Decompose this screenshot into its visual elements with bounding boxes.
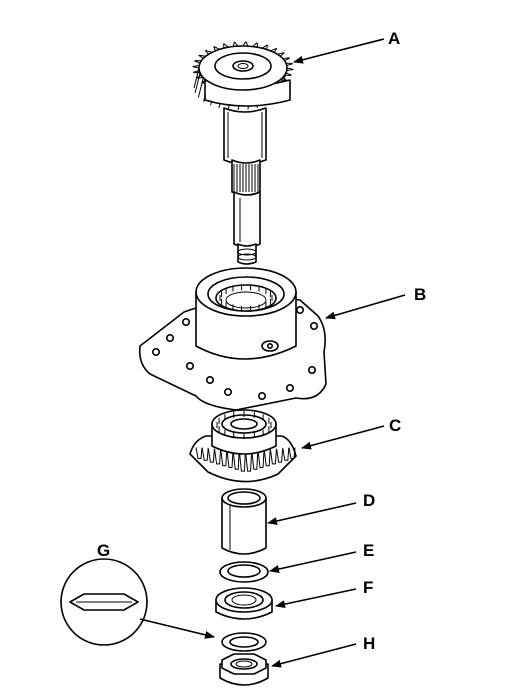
part-c-bevel-gear-bearing xyxy=(189,409,297,483)
mounting-hole xyxy=(224,387,233,396)
bevel-tooth xyxy=(245,451,253,472)
leader-a xyxy=(293,38,385,64)
part-e-thrust-washer xyxy=(219,561,269,583)
bevel-tooth xyxy=(214,449,222,465)
mounting-hole xyxy=(295,305,304,314)
gear-tooth xyxy=(252,42,259,48)
label-a: A xyxy=(388,29,400,48)
mounting-hole xyxy=(186,361,195,370)
label-h: H xyxy=(363,634,375,653)
label-g: G xyxy=(97,541,110,560)
gear-tooth xyxy=(285,62,293,67)
mounting-hole xyxy=(257,391,266,400)
leader-lines xyxy=(139,38,406,668)
bevel-tooth xyxy=(257,450,265,468)
label-c: C xyxy=(389,416,401,435)
leader-h xyxy=(271,643,357,668)
part-a-gear-shaft xyxy=(192,41,294,265)
mounting-hole xyxy=(285,383,294,392)
tapered-rollers xyxy=(216,411,272,439)
bevel-tooth xyxy=(220,449,228,467)
gear-tooth-flank xyxy=(193,67,200,89)
gear-tooth xyxy=(198,54,206,59)
gear-tooth xyxy=(192,65,200,69)
gear-tooth xyxy=(194,60,202,64)
mounting-holes xyxy=(152,305,318,400)
bevel-tooth xyxy=(207,448,215,463)
gear-tooth xyxy=(204,50,213,55)
part-b-bearing-housing xyxy=(138,267,327,411)
label-b: B xyxy=(414,285,426,304)
part-h-locknut xyxy=(219,653,269,686)
leader-c xyxy=(301,425,385,450)
part-d-spacer-sleeve xyxy=(221,488,267,555)
mounting-hole xyxy=(307,365,316,374)
bevel-tooth xyxy=(238,451,246,472)
bevel-tooth xyxy=(263,449,271,467)
leader-g xyxy=(139,618,215,639)
label-f: F xyxy=(363,578,373,597)
mounting-hole xyxy=(182,317,191,326)
gear-tooth-flank xyxy=(197,77,204,98)
gear-tooth xyxy=(284,72,292,76)
label-d: D xyxy=(363,491,375,510)
shaft-splines xyxy=(233,164,259,192)
bevel-tooth xyxy=(288,447,296,459)
leader-e xyxy=(269,551,357,573)
bevel-tooth xyxy=(226,450,234,468)
bevel-tooth xyxy=(201,448,209,461)
part-f-bearing xyxy=(215,587,273,620)
gear-tooth xyxy=(261,44,269,50)
bevel-tooth xyxy=(282,448,290,461)
leader-b xyxy=(325,294,406,320)
bevel-tooth xyxy=(251,451,259,470)
mounting-hole xyxy=(166,333,175,342)
gear-tooth xyxy=(277,52,285,57)
gear-tooth xyxy=(270,47,278,53)
mounting-hole xyxy=(206,375,215,384)
gear-tooth xyxy=(193,69,201,74)
roller-bearing xyxy=(219,284,273,312)
gear-tooth xyxy=(242,41,249,47)
bevel-tooth xyxy=(195,447,203,459)
mounting-hole xyxy=(309,321,318,330)
gear-tooth xyxy=(282,57,291,62)
bevel-tooth xyxy=(232,451,240,470)
gear-tooth-flank xyxy=(194,72,201,94)
part-g-conical-washer xyxy=(221,632,267,652)
gear-tooth xyxy=(223,43,229,49)
bevel-tooth xyxy=(269,449,277,465)
bevel-tooth xyxy=(276,448,284,463)
gear-tooth xyxy=(232,41,239,47)
gear-tooth xyxy=(213,46,220,52)
callout-labels: A B C D E F G H xyxy=(97,29,426,653)
leader-f xyxy=(275,588,357,609)
gear-tooth xyxy=(286,67,294,71)
leader-d xyxy=(267,502,357,525)
bevel-gear-teeth xyxy=(195,447,296,472)
label-e: E xyxy=(363,541,374,560)
mounting-hole xyxy=(152,347,161,356)
detail-view-g xyxy=(60,558,148,646)
